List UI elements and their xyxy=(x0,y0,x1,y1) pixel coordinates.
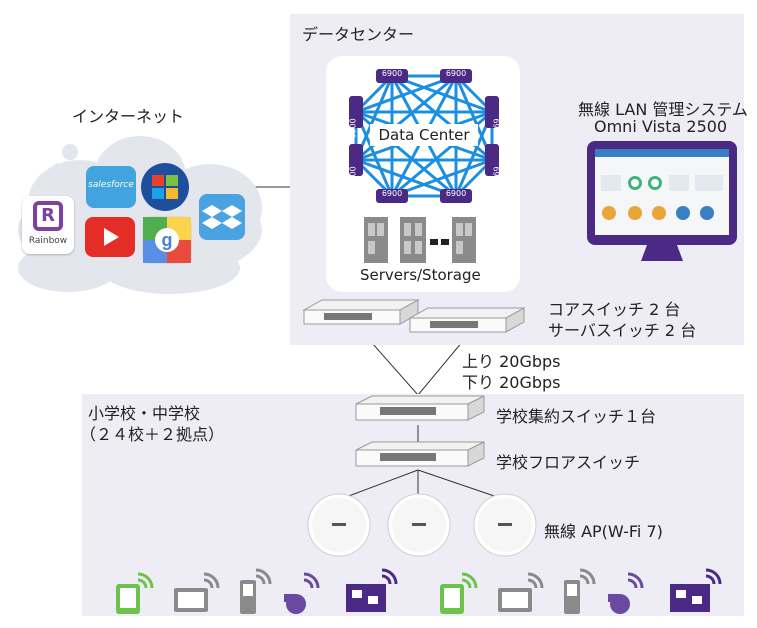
client-devices-group-1 xyxy=(116,568,398,614)
salesforce-label: salesforce xyxy=(88,180,134,190)
access-point-label: 無線 AP(W-Fi 7) xyxy=(544,522,663,541)
camera-icon xyxy=(608,572,644,614)
management-subtitle: Omni Vista 2500 xyxy=(594,117,728,136)
laptop-icon xyxy=(174,572,220,612)
tablet-green-icon xyxy=(116,572,154,614)
storage-label: Servers/Storage xyxy=(360,266,481,284)
access-point-icon-1 xyxy=(307,493,371,557)
datacenter-core-label: Data Center xyxy=(378,126,470,144)
core-switch-label-2: サーバスイッチ 2 台 xyxy=(548,321,697,340)
phone-icon xyxy=(240,568,272,614)
salesforce-icon: salesforce xyxy=(86,166,136,208)
downlink-label: 下り 20Gbps xyxy=(462,373,561,392)
school-title: 小学校・中学校 xyxy=(88,404,201,423)
datacenter-title: データセンター xyxy=(302,25,415,44)
aggregation-switch-icon xyxy=(355,395,485,421)
camera-icon xyxy=(284,572,320,614)
windows-icon xyxy=(141,163,189,211)
school-count: （２４校＋２拠点） xyxy=(80,425,225,444)
access-point-icon-2 xyxy=(387,493,451,557)
monitor-icon xyxy=(587,141,737,261)
phone-icon xyxy=(564,568,596,614)
datacenter-mesh-diagram xyxy=(349,69,499,203)
node-label-1: 6900 xyxy=(381,69,403,78)
management-title: 無線 LAN 管理システム xyxy=(578,100,748,119)
board-icon xyxy=(346,568,398,612)
dropbox-icon xyxy=(199,194,245,240)
rainbow-icon: R Rainbow xyxy=(22,196,74,254)
node-label-3: 6900 xyxy=(445,189,467,198)
svg-text:g: g xyxy=(162,230,173,250)
laptop-icon xyxy=(498,572,544,612)
floor-switch-icon xyxy=(355,441,485,467)
servers-icon xyxy=(364,217,476,263)
node-label-2: 6900 xyxy=(445,69,467,78)
youtube-icon xyxy=(85,217,135,257)
rainbow-label: Rainbow xyxy=(28,236,68,246)
core-switch-icon xyxy=(302,299,526,333)
core-switch-label-1: コアスイッチ 2 台 xyxy=(548,300,681,319)
uplink-label: 上り 20Gbps xyxy=(462,352,561,371)
internet-title: インターネット xyxy=(72,107,185,126)
board-icon xyxy=(670,568,722,612)
floor-switch-label: 学校フロアスイッチ xyxy=(496,453,641,472)
access-point-icon-3 xyxy=(473,493,537,557)
node-label-4: 6900 xyxy=(381,189,403,198)
client-devices-group-2 xyxy=(440,568,722,614)
aggregation-switch-label: 学校集約スイッチ１台 xyxy=(496,407,657,426)
google-icon: g xyxy=(142,216,192,264)
tablet-green-icon xyxy=(440,572,478,614)
